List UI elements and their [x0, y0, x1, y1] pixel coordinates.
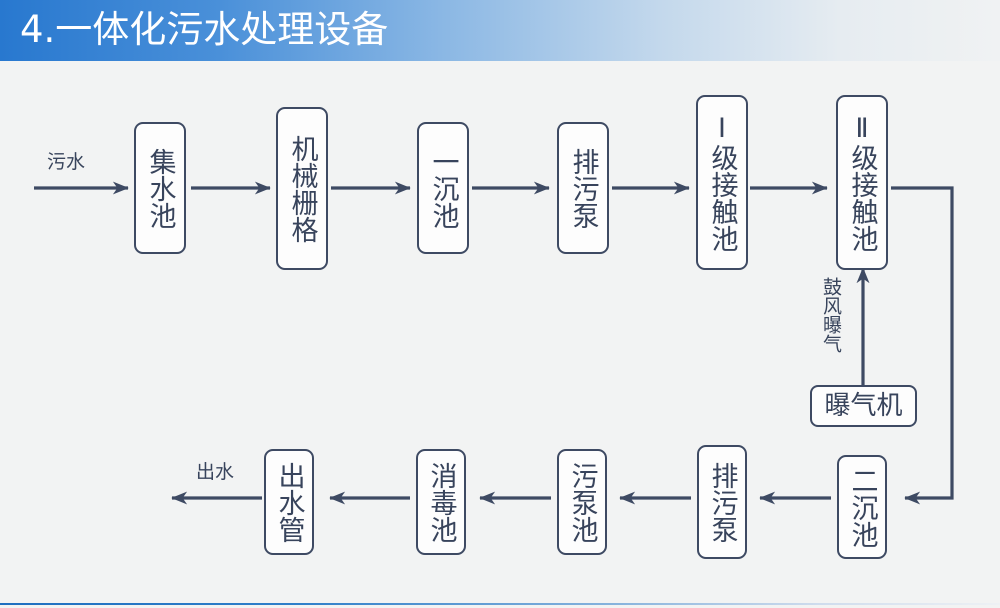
- page-title: 4.一体化污水处理设备: [20, 8, 389, 51]
- node-secondary-sedimentation-tank[interactable]: 二沉池: [837, 455, 887, 559]
- node-label: 曝气机: [824, 390, 903, 421]
- process-flow-diagram: 集水池 机械栅格 一沉池 排污泵 Ⅰ级接触池 Ⅱ级接触池 曝气机 二沉池 排污泵: [0, 61, 1000, 603]
- node-contact-tank-1[interactable]: Ⅰ级接触池: [696, 95, 748, 270]
- node-label: 排污泵: [706, 461, 738, 543]
- node-sludge-pump-tank[interactable]: 污泵池: [557, 449, 607, 555]
- node-label: 二沉池: [846, 466, 878, 548]
- node-label: Ⅰ级接触池: [706, 113, 738, 252]
- footer-rule: [0, 603, 1000, 605]
- node-label: 污泵池: [566, 461, 598, 543]
- node-label: 排污泵: [567, 147, 599, 229]
- edge-contact2-to-secondary: [891, 186, 954, 505]
- node-disinfection-tank[interactable]: 消毒池: [416, 449, 466, 555]
- diagram-connectors: [34, 181, 954, 505]
- node-label: 一沉池: [427, 147, 459, 229]
- node-sewage-pump-2[interactable]: 排污泵: [697, 445, 747, 559]
- node-label: 机械栅格: [286, 134, 318, 243]
- node-primary-sedimentation-tank[interactable]: 一沉池: [417, 122, 469, 254]
- node-sewage-pump[interactable]: 排污泵: [557, 122, 609, 254]
- node-outlet-pipe[interactable]: 出水管: [264, 449, 314, 555]
- node-label: Ⅱ级接触池: [846, 113, 878, 252]
- node-label: 集水池: [144, 147, 176, 229]
- node-mechanical-grille[interactable]: 机械栅格: [276, 107, 328, 270]
- header-bar: 4.一体化污水处理设备: [0, 0, 1000, 61]
- node-aerator[interactable]: 曝气机: [810, 385, 917, 427]
- node-contact-tank-2[interactable]: Ⅱ级接触池: [836, 95, 888, 270]
- inlet-label: 污水: [47, 151, 86, 173]
- outlet-label: 出水: [196, 461, 235, 483]
- node-label: 消毒池: [425, 461, 457, 543]
- node-label: 出水管: [273, 461, 305, 543]
- node-collection-tank[interactable]: 集水池: [134, 122, 186, 254]
- aeration-label: 鼓风曝气: [820, 277, 842, 353]
